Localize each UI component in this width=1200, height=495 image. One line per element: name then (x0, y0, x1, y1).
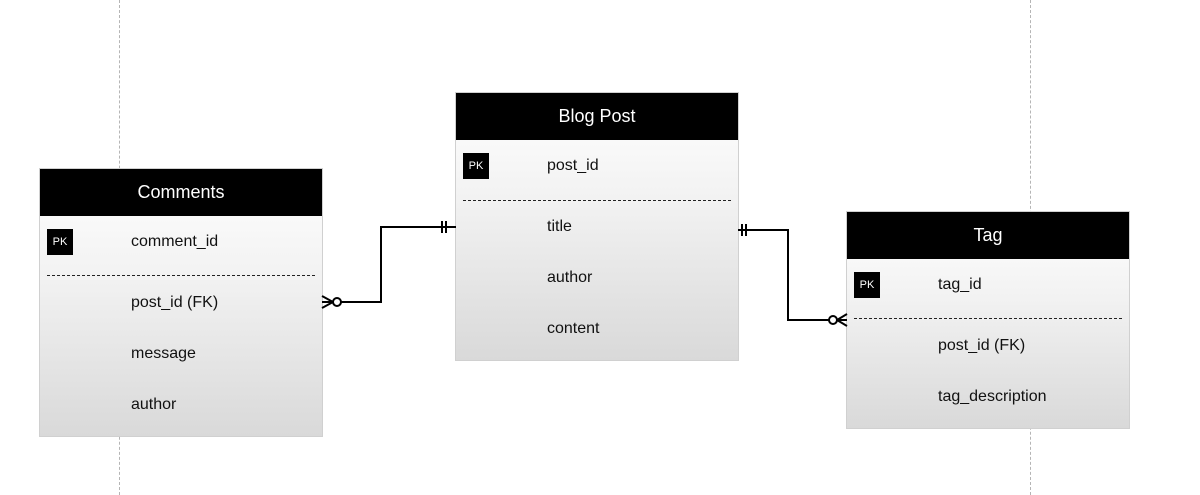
relationship-blog-post-comments[interactable] (321, 221, 456, 309)
field-row: post_id (FK) (847, 320, 1129, 371)
field-comment-id: comment_id (131, 233, 219, 250)
zero-marker (332, 297, 342, 307)
field-row: title (456, 201, 738, 252)
relationship-blog-post-tag[interactable] (738, 224, 848, 327)
field-author: author (131, 396, 177, 413)
field-content: content (547, 320, 600, 337)
field-row: author (456, 252, 738, 303)
field-row: message (40, 328, 322, 379)
field-message: message (131, 345, 196, 362)
entity-comments-header: Comments (40, 169, 322, 216)
pk-badge: PK (47, 229, 73, 255)
entity-blog-post-pk-row: PK post_id (456, 140, 738, 191)
field-row: tag_description (847, 371, 1129, 422)
field-title: title (547, 218, 572, 235)
entity-comments[interactable]: Comments PK comment_id post_id (FK) mess… (40, 169, 322, 436)
field-post-id-fk: post_id (FK) (131, 294, 219, 311)
pk-divider (463, 200, 731, 201)
pk-badge: PK (854, 272, 880, 298)
field-row: post_id (FK) (40, 277, 322, 328)
field-row: author (40, 379, 322, 430)
connector-line (341, 226, 456, 303)
entity-blog-post[interactable]: Blog Post PK post_id title author conten… (456, 93, 738, 360)
field-tag-id: tag_id (938, 276, 982, 293)
pk-divider (47, 275, 315, 276)
entity-blog-post-header: Blog Post (456, 93, 738, 140)
connector-line (738, 229, 829, 321)
entity-tag-header: Tag (847, 212, 1129, 259)
pk-divider (854, 318, 1122, 319)
pk-badge: PK (463, 153, 489, 179)
entity-tag-pk-row: PK tag_id (847, 259, 1129, 310)
field-tag-description: tag_description (938, 388, 1047, 405)
field-post-id: post_id (547, 157, 599, 174)
zero-marker (828, 315, 838, 325)
entity-comments-pk-row: PK comment_id (40, 216, 322, 267)
entity-tag[interactable]: Tag PK tag_id post_id (FK) tag_descripti… (847, 212, 1129, 428)
field-post-id-fk: post_id (FK) (938, 337, 1026, 354)
field-author: author (547, 269, 593, 286)
field-row: content (456, 303, 738, 354)
